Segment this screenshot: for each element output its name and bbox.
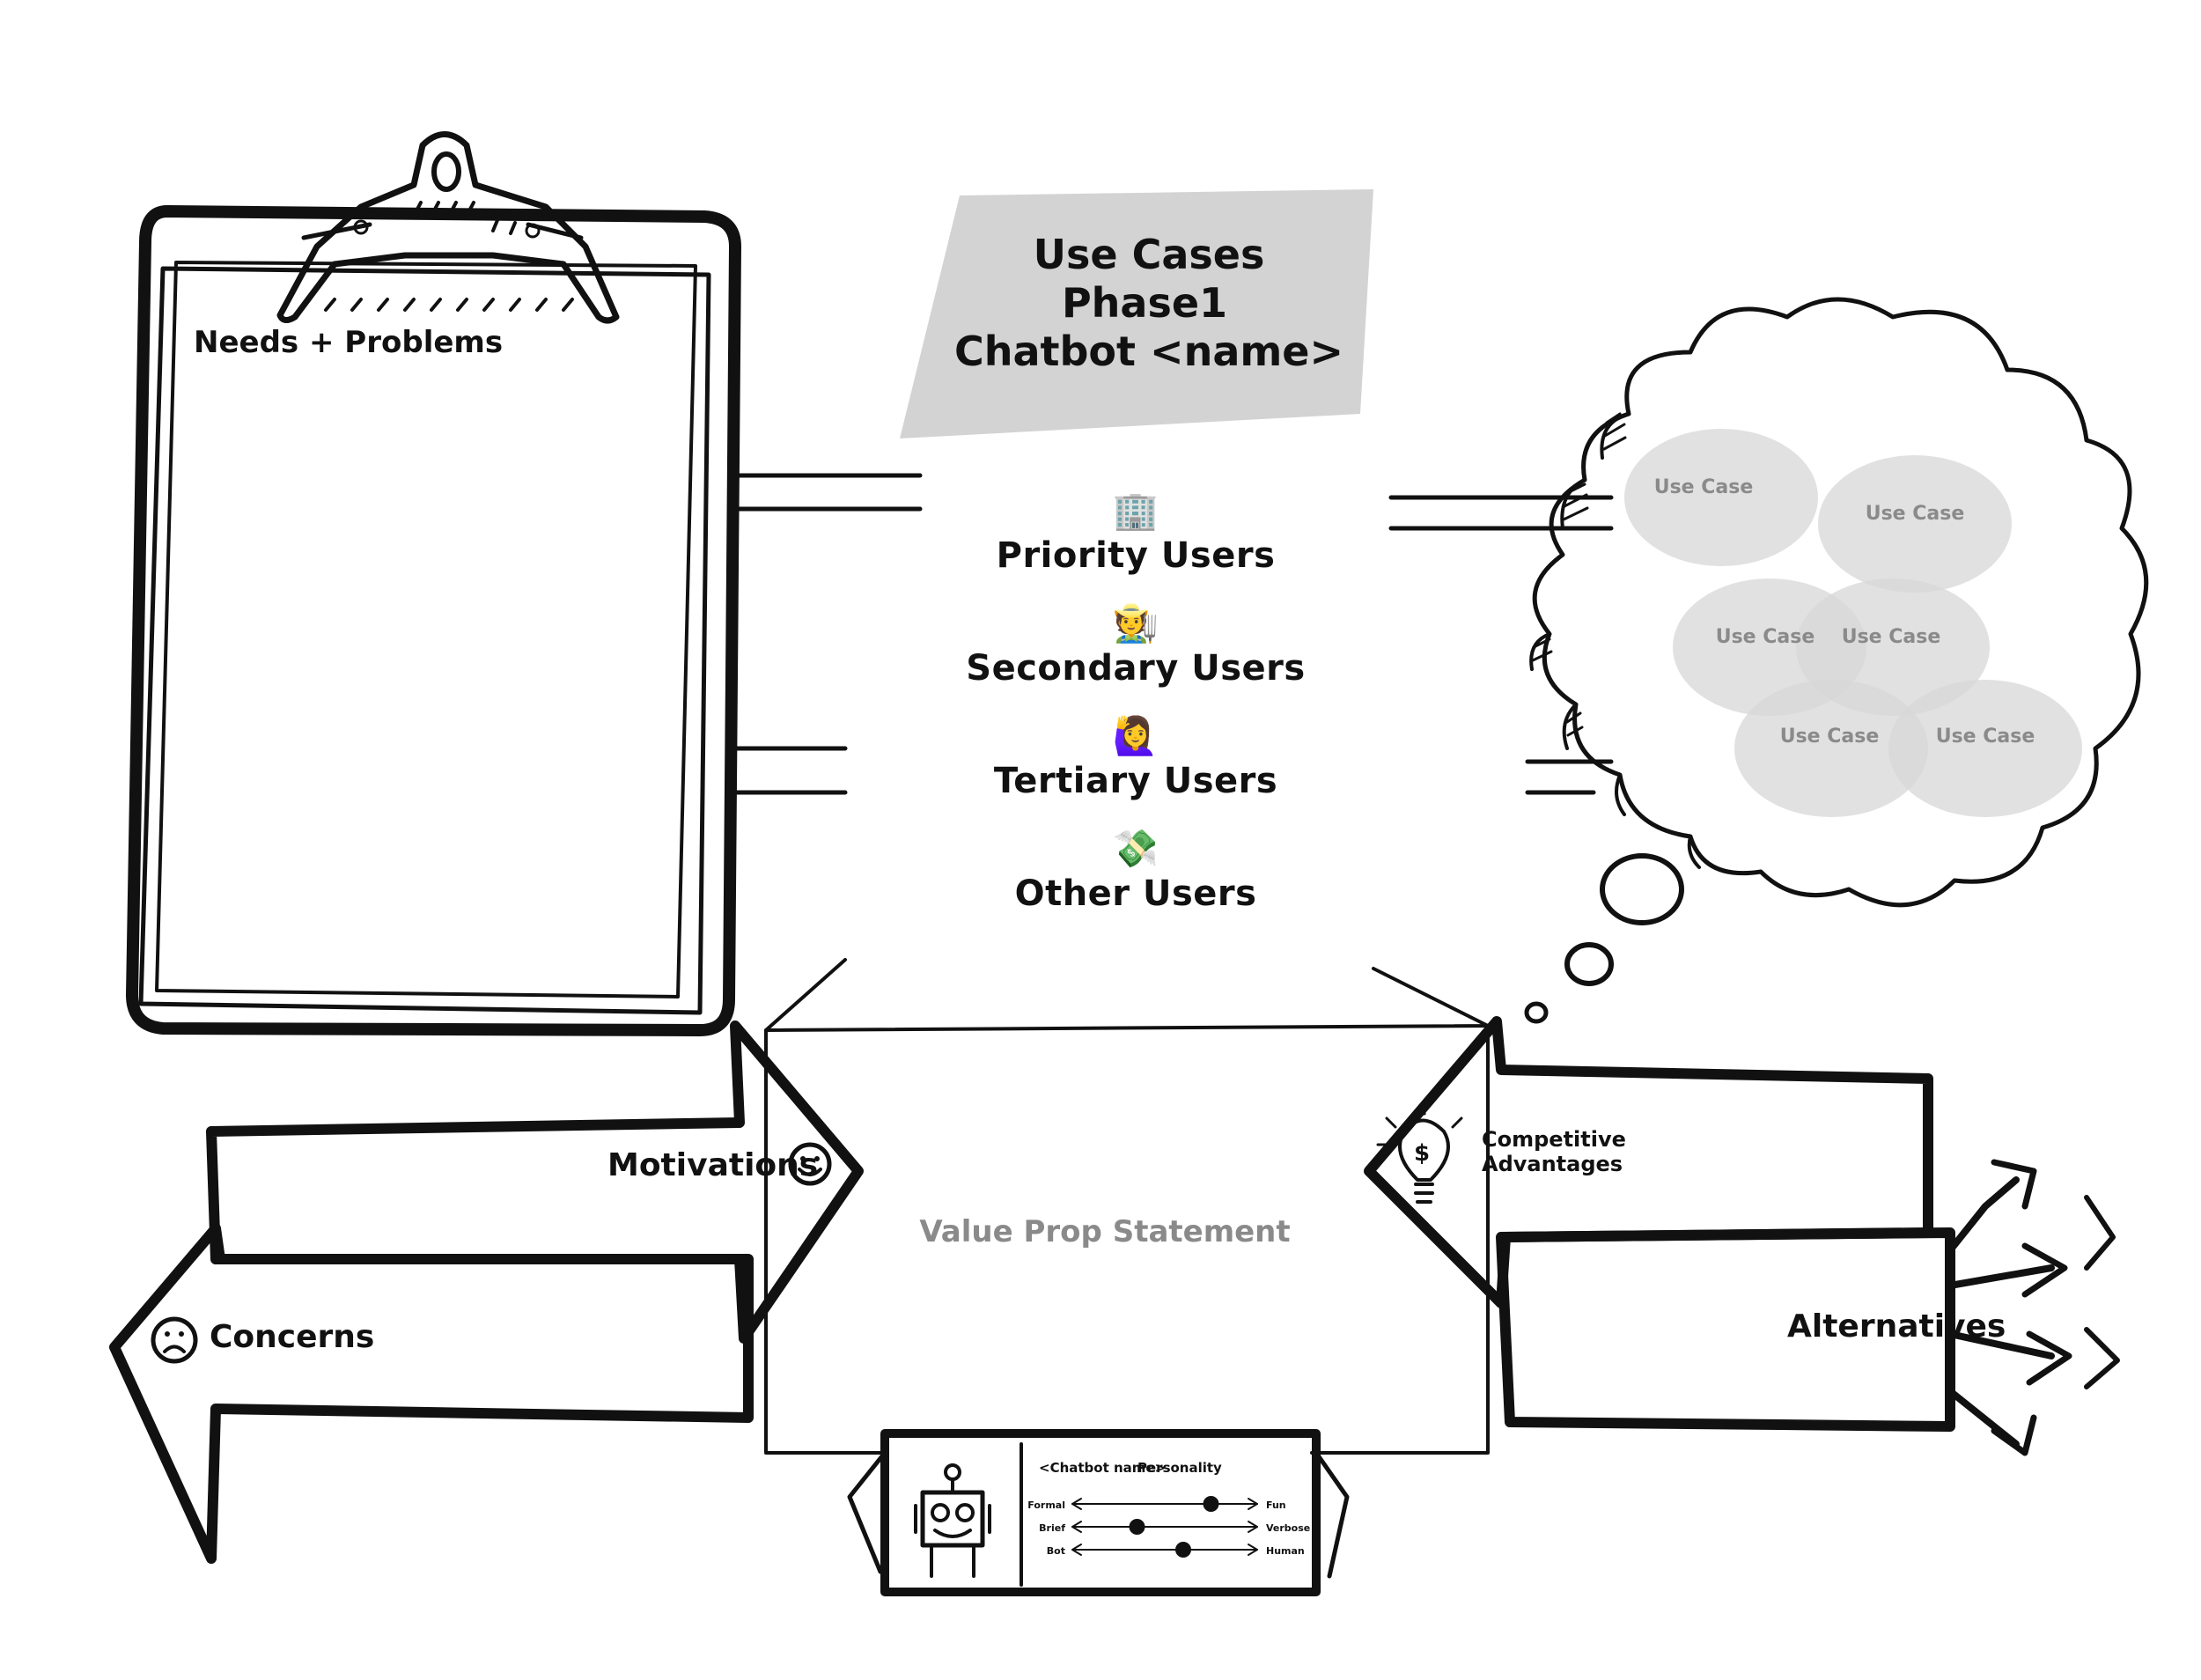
slider-arrow-right-icon	[1248, 1521, 1258, 1533]
personality-slider[interactable]: Bot Human	[1047, 1542, 1305, 1558]
concerns-arrow: Concerns	[109, 1223, 754, 1564]
user-segment-priority[interactable]: 🏢 Priority Users	[880, 489, 1391, 601]
motivations-arrow: Motivations	[206, 1021, 864, 1344]
use-case-bubble[interactable]	[1888, 680, 2082, 817]
sad-face-icon	[151, 1316, 198, 1364]
slider-arrow-left-icon	[1071, 1521, 1082, 1533]
user-segments: 🏢 Priority Users 🧑‍🌾 Secondary Users 🙋‍♀…	[880, 489, 1391, 939]
user-segment-label: Other Users	[1014, 873, 1257, 914]
slider-right-label: Fun	[1266, 1499, 1286, 1511]
lightbulb-icon: $	[1376, 1103, 1463, 1204]
slider-left-label: Brief	[1039, 1522, 1065, 1534]
value-prop-statement[interactable]: Value Prop Statement	[919, 1214, 1290, 1249]
farmer-icon: 🧑‍🌾	[1112, 601, 1159, 645]
use-case-bubbles: Use Case Use Case Use Case Use Case Use …	[1624, 429, 2082, 817]
personality-slider[interactable]: Formal Fun	[1027, 1496, 1286, 1512]
competitive-line-2: Advantages	[1482, 1152, 1623, 1176]
svg-text:$: $	[1414, 1140, 1430, 1167]
concerns-label: Concerns	[210, 1319, 374, 1355]
robot-icon	[914, 1463, 991, 1578]
use-case-label: Use Case	[1654, 476, 1754, 498]
use-case-label: Use Case	[1842, 626, 1941, 648]
title-line-2: Phase1	[1062, 279, 1227, 327]
slider-arrow-right-icon	[1248, 1498, 1258, 1510]
personality-card: <Chatbot name> Personality Formal FunBrie…	[847, 1429, 1350, 1596]
alternatives-label: Alternatives	[1787, 1308, 2006, 1345]
alternatives-arrow: Alternatives	[1496, 1159, 2120, 1456]
user-segment-secondary[interactable]: 🧑‍🌾 Secondary Users	[880, 601, 1391, 714]
slider-right-label: Human	[1266, 1545, 1305, 1557]
slider-knob[interactable]	[1175, 1542, 1191, 1558]
slider-arrow-right-icon	[1248, 1544, 1258, 1556]
use-case-label: Use Case	[1866, 503, 1965, 525]
personality-bot-name: <Chatbot name>	[1039, 1460, 1166, 1476]
user-segment-other[interactable]: 💸 Other Users	[880, 827, 1391, 939]
use-case-label: Use Case	[1936, 726, 2035, 748]
user-segment-tertiary[interactable]: 🙋‍♀️ Tertiary Users	[880, 714, 1391, 827]
flying-money-icon: 💸	[1112, 827, 1159, 870]
personality-title: Personality	[1137, 1460, 1222, 1476]
title-line-1: Use Cases	[1034, 231, 1265, 278]
connector-left	[732, 473, 923, 795]
motivations-label: Motivations	[607, 1147, 818, 1183]
slider-arrow-left-icon	[1071, 1544, 1082, 1556]
slider-knob[interactable]	[1129, 1519, 1145, 1535]
smiley-icon	[788, 1142, 832, 1186]
connector-right	[1388, 495, 1614, 795]
thought-cloud: Use Case Use Case Use Case Use Case Use …	[1524, 297, 2149, 1024]
slider-arrow-left-icon	[1071, 1498, 1082, 1510]
competitive-line-1: Competitive	[1482, 1127, 1626, 1152]
use-case-label: Use Case	[1716, 626, 1815, 648]
use-case-bubble[interactable]	[1624, 429, 1818, 566]
value-prop-box: Value Prop Statement	[764, 958, 1490, 1455]
user-segment-label: Priority Users	[996, 535, 1276, 576]
competitive-advantages-arrow: Competitive Advantages $	[1364, 1016, 1933, 1308]
title-line-3: Chatbot <name>	[954, 328, 1343, 375]
use-case-bubble[interactable]	[1734, 680, 1928, 817]
needs-problems-label: Needs + Problems	[194, 325, 503, 360]
user-segment-label: Tertiary Users	[993, 761, 1278, 801]
title-card: Use Cases Phase1 Chatbot <name>	[900, 189, 1373, 438]
use-case-label: Use Case	[1780, 726, 1880, 748]
slider-right-label: Verbose	[1266, 1522, 1310, 1534]
slider-left-label: Bot	[1047, 1545, 1065, 1557]
slider-knob[interactable]	[1203, 1496, 1219, 1512]
raising-hand-icon: 🙋‍♀️	[1112, 714, 1159, 757]
use-case-bubble[interactable]	[1818, 455, 2012, 593]
clipboard: Needs + Problems	[126, 131, 741, 1036]
personality-slider[interactable]: Brief Verbose	[1039, 1519, 1310, 1535]
slider-left-label: Formal	[1027, 1499, 1065, 1511]
user-segment-label: Secondary Users	[966, 648, 1306, 689]
office-building-icon: 🏢	[1112, 489, 1159, 532]
